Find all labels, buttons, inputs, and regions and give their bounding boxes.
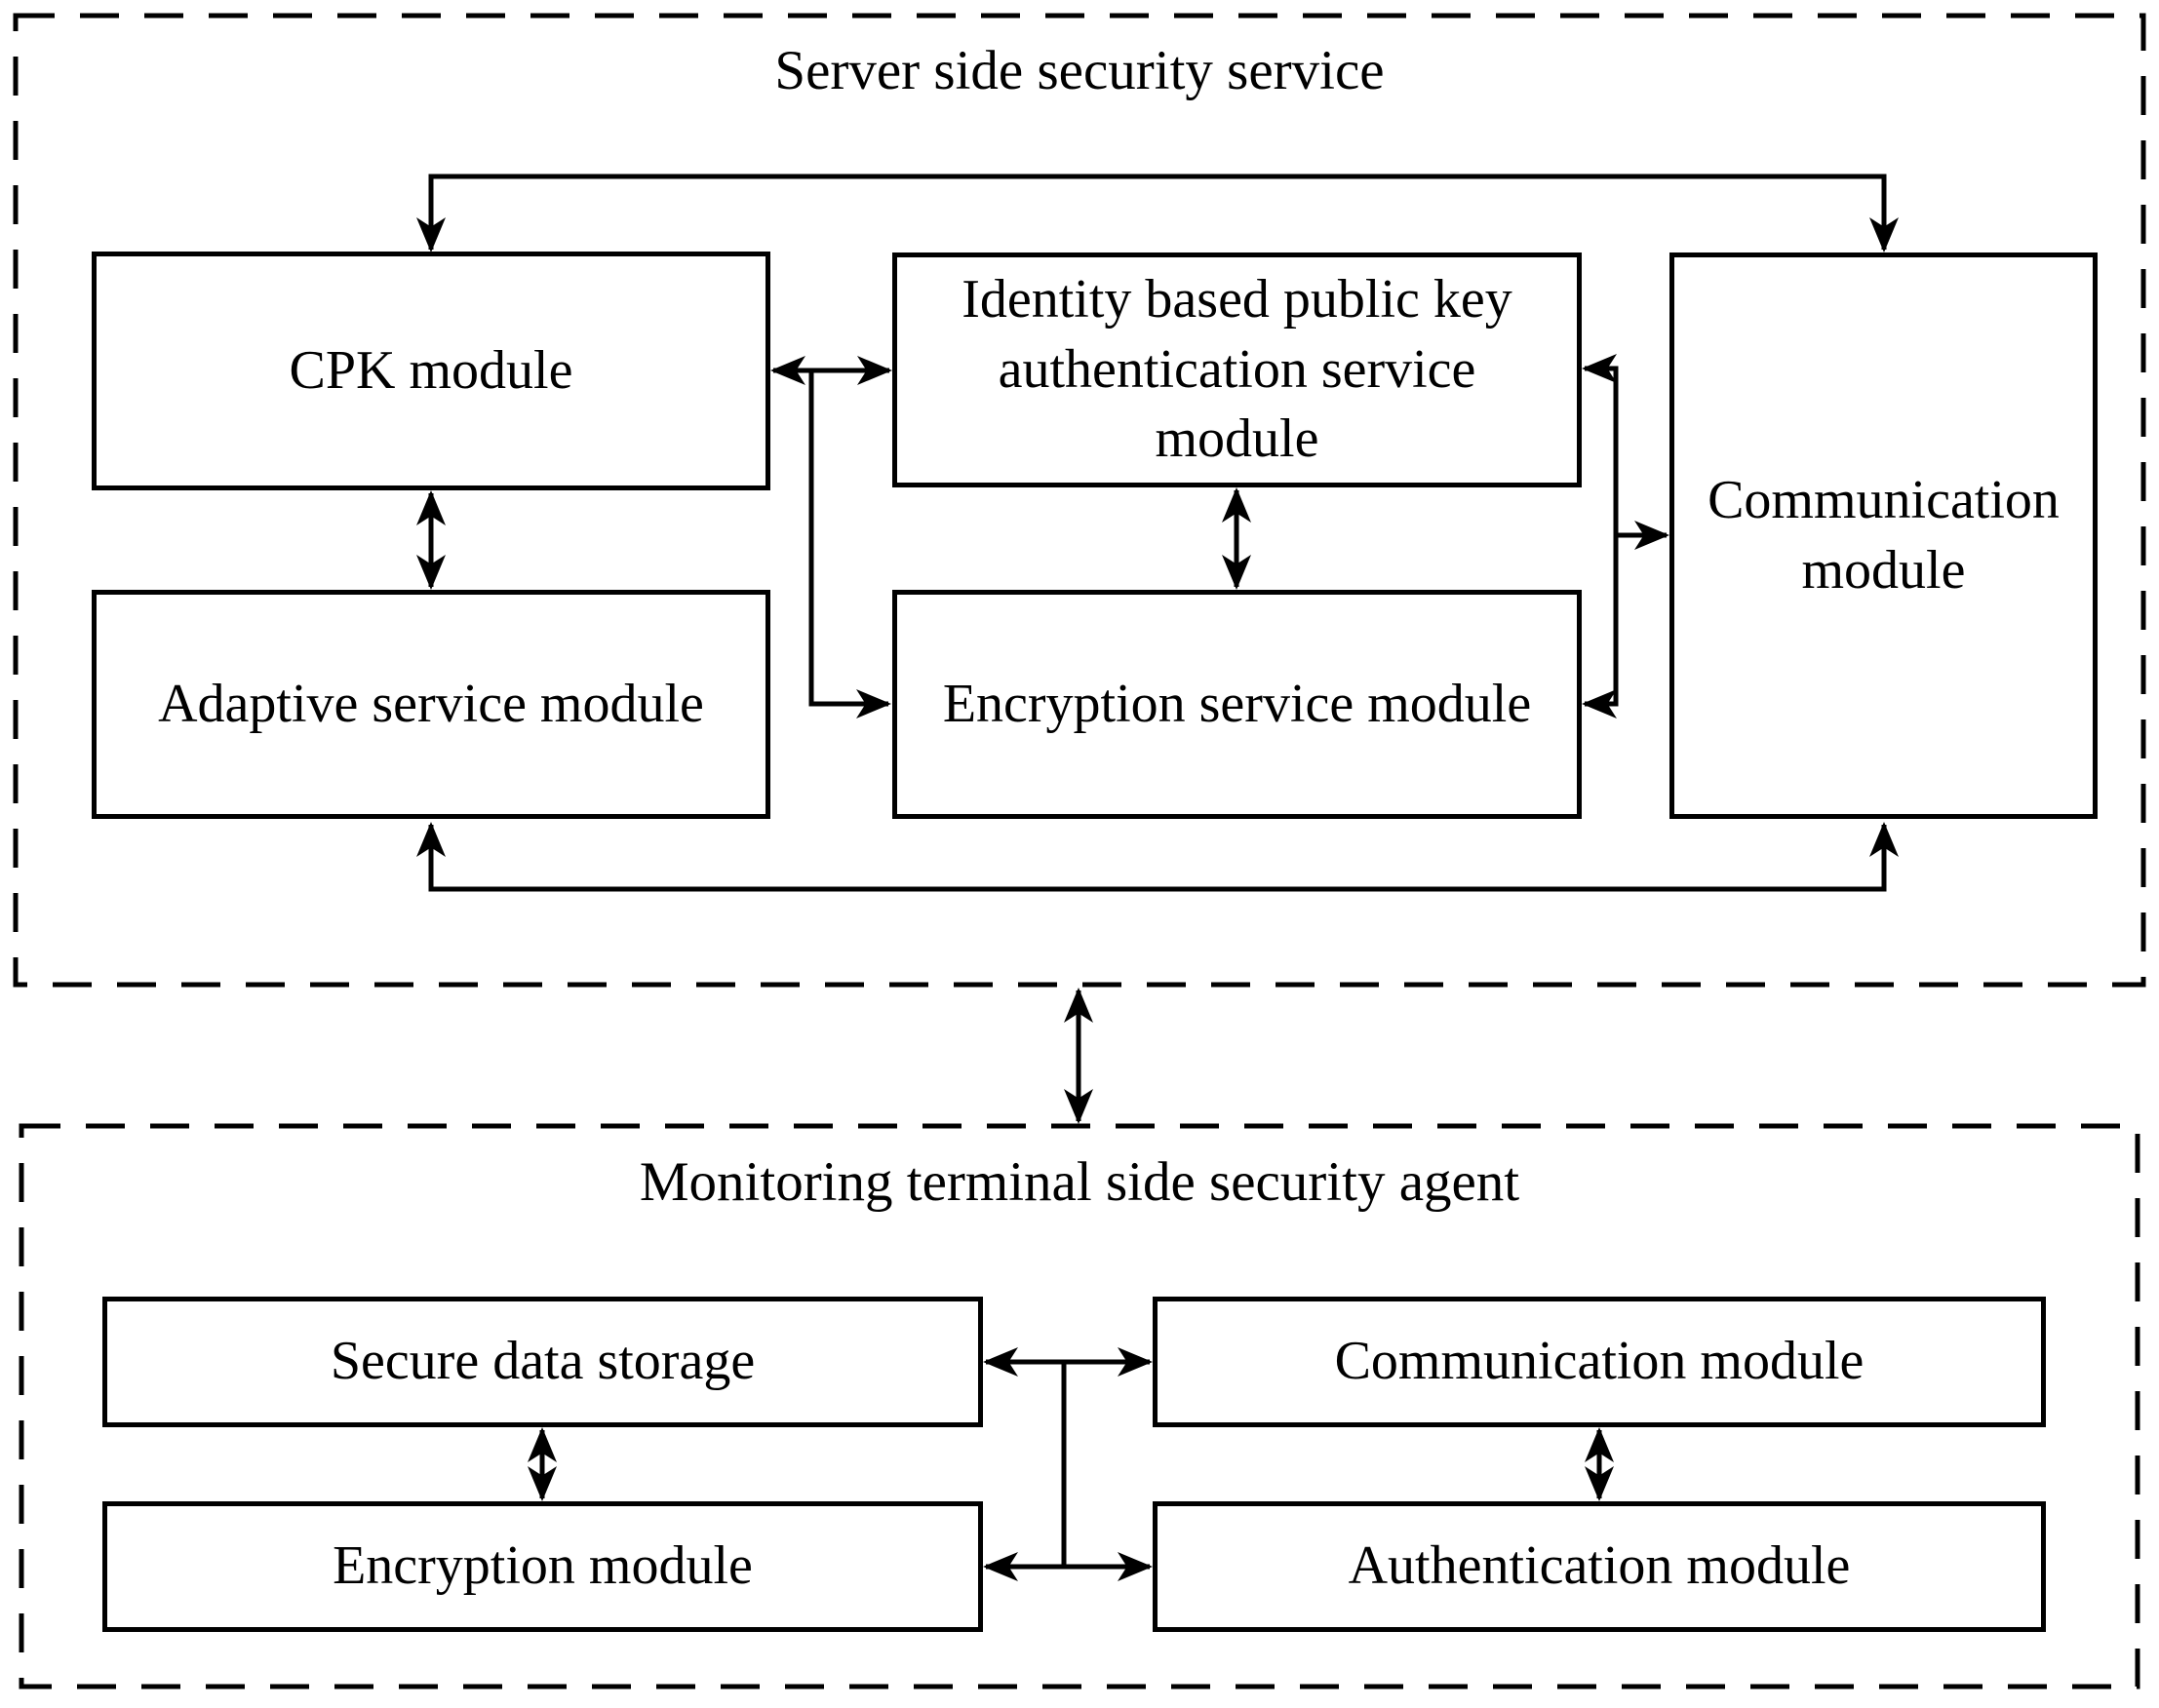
arrow-identity-encryption-rightlink — [1582, 354, 1619, 718]
terminal-section-title: Monitoring terminal side security agent — [639, 1151, 1520, 1213]
terminal-encryption-module-box: Encryption module — [102, 1501, 983, 1632]
adaptive-service-module-box: Adaptive service module — [92, 590, 770, 819]
terminal-section-border — [19, 1123, 2140, 1689]
arrow-top-cpk-communication — [416, 174, 1899, 252]
authentication-module-box: Authentication module — [1153, 1501, 2046, 1632]
arrow-bottom-adaptive-communication — [416, 822, 1899, 892]
secure-data-storage-box: Secure data storage — [102, 1297, 983, 1427]
server-communication-module-box: Communication module — [1669, 252, 2098, 819]
arrow-cpk-link-to-encryption — [808, 370, 891, 718]
server-section-border — [13, 13, 2146, 988]
terminal-communication-module-box: Communication module — [1153, 1297, 2046, 1427]
identity-authentication-module-box: Identity based public key authentication… — [892, 252, 1582, 487]
server-section-title: Server side security service — [774, 40, 1385, 101]
encryption-service-module-box: Encryption service module — [892, 590, 1582, 819]
cpk-module-box: CPK module — [92, 252, 770, 490]
